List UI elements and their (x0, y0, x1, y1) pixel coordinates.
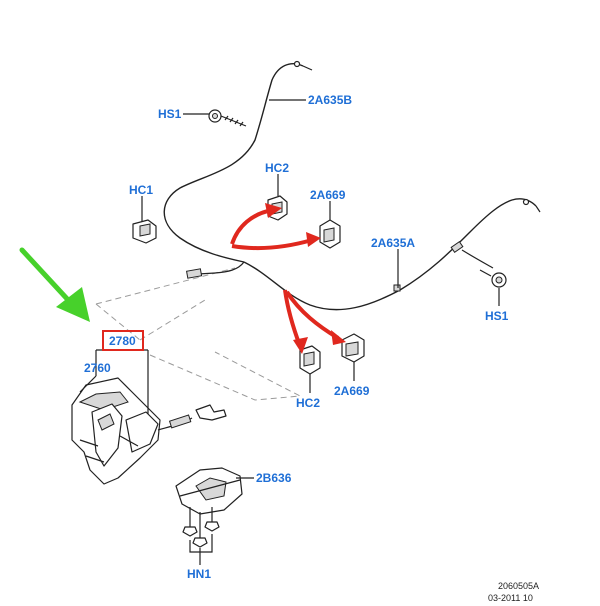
callout-hs1-right: HS1 (485, 309, 509, 323)
callout-hc1: HC1 (129, 183, 153, 197)
pointer-arrow (19, 247, 90, 322)
clip-2a669-top (319, 219, 341, 249)
cable-2a635a (243, 198, 541, 311)
reference-code: 2060505A (498, 581, 539, 591)
highlight-arrows (230, 203, 346, 354)
callout-2780: 2780 (109, 334, 136, 348)
bracket-2b636 (175, 467, 243, 515)
callout-2a635a: 2A635A (371, 236, 415, 250)
callout-2a669-bottom: 2A669 (334, 384, 370, 398)
bolt-hs1-right (479, 269, 507, 288)
callout-hs1-top: HS1 (158, 107, 182, 121)
parking-brake-lever (71, 377, 227, 485)
reference-date: 03-2011 10 (488, 593, 533, 603)
highlight-box-2780 (102, 330, 144, 351)
callout-2b636: 2B636 (256, 471, 292, 485)
clip-2a669-bottom (341, 333, 365, 363)
callout-2a635b: 2A635B (308, 93, 352, 107)
callout-2760: 2760 (84, 361, 111, 375)
callout-hc2-bottom: HC2 (296, 396, 320, 410)
cable-2a635b (163, 60, 313, 279)
callout-hc2-top: HC2 (265, 161, 289, 175)
bolt-hs1-top (208, 109, 247, 127)
clip-hc1 (132, 219, 157, 244)
assembly-outline (95, 267, 302, 401)
clip-hc2-bottom (299, 345, 321, 375)
callout-hn1: HN1 (187, 567, 211, 581)
callout-2a669-top: 2A669 (310, 188, 346, 202)
nuts-hn1 (182, 507, 220, 548)
